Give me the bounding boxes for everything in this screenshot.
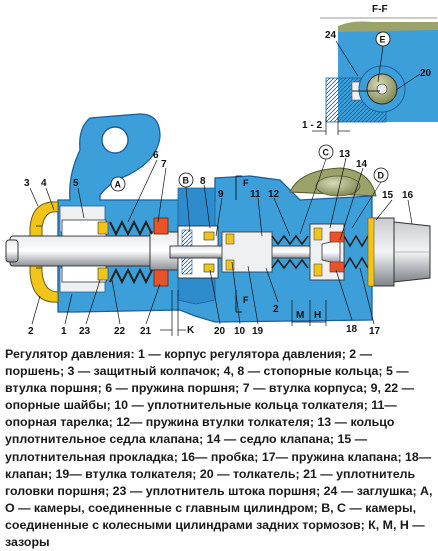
callout-18: 18 [346, 324, 358, 335]
callout-4: 4 [41, 178, 47, 189]
callout-24: 24 [325, 30, 337, 41]
section-mark-top: F [243, 178, 249, 188]
callout-numbers: 3 4 5 6 7 8 9 11 12 13 14 15 16 2 1 23 2… [24, 149, 414, 337]
callout-6: 6 [153, 150, 159, 161]
piston-head-seal-top [153, 217, 169, 235]
callout-17: 17 [369, 326, 381, 337]
gap-h-label: H [314, 310, 321, 321]
pressure-regulator-diagram: F-F 24 E 20 1 - 2 [5, 4, 438, 337]
callout-9: 9 [218, 189, 224, 200]
callout-16: 16 [402, 190, 414, 201]
piston-spring [109, 219, 153, 285]
callout-5: 5 [73, 178, 79, 189]
piston-head-seal-bottom [153, 269, 169, 287]
callout-14: 14 [356, 159, 368, 170]
chamber-d-label: D [378, 171, 385, 181]
mounting-hole [101, 126, 129, 154]
callout-3: 3 [24, 178, 30, 189]
gap-k-label: K [187, 325, 195, 336]
callout-11: 11 [250, 189, 261, 200]
gap-dimensions: K M H [160, 290, 327, 336]
chamber-labels: A B C D [110, 144, 389, 235]
chamber-c-label: C [323, 148, 330, 158]
callout-7: 7 [161, 159, 167, 170]
callout-23: 23 [79, 326, 91, 337]
callout-13: 13 [339, 149, 351, 160]
chamber-b-label: B [183, 176, 190, 186]
callout-10: 10 [234, 326, 246, 337]
piston [5, 231, 179, 271]
gap-range-label: 1 - 2 [302, 120, 322, 131]
callout-20: 20 [214, 326, 226, 337]
leader-lines [29, 157, 413, 325]
plug [367, 217, 431, 287]
callout-20-inset: 20 [420, 68, 432, 79]
chamber-a-label: A [115, 180, 122, 190]
callout-2-left: 2 [28, 326, 34, 337]
callout-15: 15 [382, 190, 394, 201]
piston-bushing [61, 219, 109, 283]
callout-21: 21 [140, 326, 152, 337]
callout-22: 22 [114, 326, 126, 337]
valve-assembly [309, 223, 369, 281]
figure-caption: Регулятор давления: 1 — корпус регулятор… [5, 347, 433, 550]
section-ff-inset: F-F 24 E 20 1 - 2 [302, 4, 438, 135]
callout-2-right: 2 [273, 304, 279, 315]
gap-m-label: M [296, 310, 304, 321]
pusher-bushing [221, 231, 309, 273]
callout-12: 12 [268, 189, 280, 200]
section-mark-bottom: F [243, 295, 249, 305]
inset-boss [338, 21, 438, 32]
callout-1: 1 [61, 326, 67, 337]
callout-19: 19 [252, 326, 264, 337]
section-ff-title: F-F [372, 4, 388, 15]
callout-8: 8 [200, 176, 206, 187]
chamber-e-label: E [380, 35, 386, 45]
